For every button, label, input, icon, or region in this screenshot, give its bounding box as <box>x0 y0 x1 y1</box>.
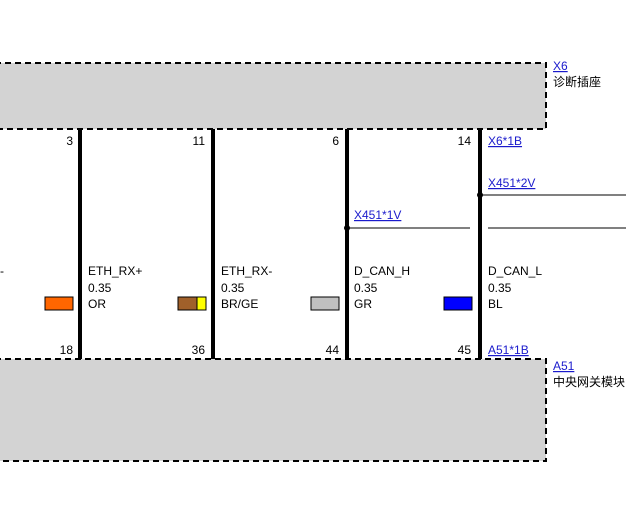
connector-x6-name: 诊断插座 <box>553 74 601 89</box>
swatch-d-can-h <box>310 296 340 311</box>
splice-label-can-h[interactable]: X451*1V <box>354 208 401 222</box>
swatch-eth-rx-minus-primary <box>177 296 198 311</box>
swatch-eth-rx-minus-stripe <box>196 296 207 311</box>
bottom-pin-d-can-h: 44 <box>326 343 340 357</box>
bottom-pin-eth-rx-plus: 18 <box>60 343 74 357</box>
gauge-eth-rx-plus: 0.35 <box>88 281 112 295</box>
gauge-d-can-h: 0.35 <box>354 281 378 295</box>
splice-node-can-h <box>344 225 350 231</box>
splice-node-can-l <box>477 192 483 198</box>
colorcode-eth-rx-plus: OR <box>88 297 106 311</box>
connector-x6-id[interactable]: X6 <box>553 59 568 73</box>
top-pin-eth-rx-minus: 11 <box>193 134 206 148</box>
bottom-pin-d-can-l: 45 <box>458 343 472 357</box>
top-pin-d-can-h: 6 <box>332 134 339 148</box>
top-pin-eth-rx-plus: 3 <box>66 134 73 148</box>
colorcode-eth-rx-minus: BR/GE <box>221 297 258 311</box>
colorcode-d-can-h: GR <box>354 297 372 311</box>
colorcode-d-can-l: BL <box>488 297 503 311</box>
partial-signal-label: X- <box>0 264 4 278</box>
gauge-eth-rx-minus: 0.35 <box>221 281 245 295</box>
swatch-eth-rx-plus <box>44 296 74 311</box>
connector-a51-body <box>0 358 547 462</box>
connector-a51-name: 中央网关模块 <box>553 374 625 389</box>
swatch-d-can-l <box>443 296 473 311</box>
pin-ref-bottom[interactable]: A51*1B <box>488 343 529 357</box>
connector-a51-id[interactable]: A51 <box>553 359 575 373</box>
signal-d-can-l: D_CAN_L <box>488 264 542 278</box>
signal-eth-rx-plus: ETH_RX+ <box>88 264 142 278</box>
signal-d-can-h: D_CAN_H <box>354 264 410 278</box>
splice-label-can-l[interactable]: X451*2V <box>488 176 535 190</box>
bottom-pin-eth-rx-minus: 36 <box>192 343 206 357</box>
signal-eth-rx-minus: ETH_RX- <box>221 264 272 278</box>
connector-x6-body <box>0 62 547 130</box>
pin-ref-top[interactable]: X6*1B <box>488 134 522 148</box>
gauge-d-can-l: 0.35 <box>488 281 512 295</box>
top-pin-d-can-l: 14 <box>458 134 472 148</box>
